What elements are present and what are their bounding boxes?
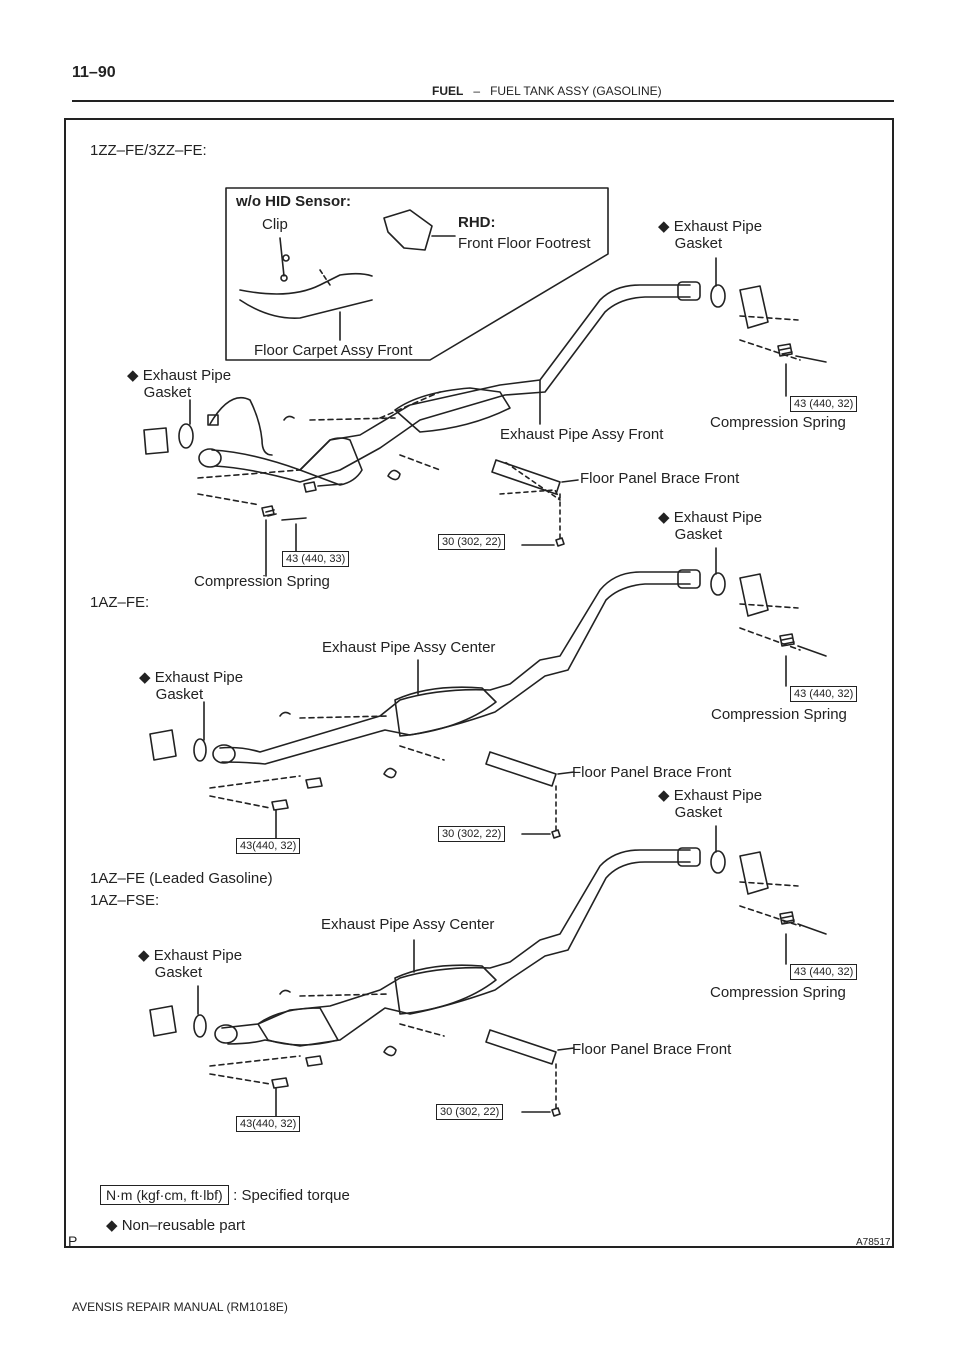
label-exhaust-pipe-center-3: Exhaust Pipe Assy Center xyxy=(321,916,495,933)
label-text: Exhaust Pipe xyxy=(673,509,763,526)
label-spring-rear-1: Compression Spring xyxy=(710,414,846,431)
page-number: 11–90 xyxy=(72,64,116,81)
page-title: FUEL – FUEL TANK ASSY (GASOLINE) xyxy=(432,84,662,98)
label-text: Exhaust Pipe xyxy=(142,367,232,384)
label-text: Exhaust Pipe xyxy=(673,787,763,804)
legend-text: Non–reusable part xyxy=(121,1217,246,1234)
inset-box-outline xyxy=(225,187,609,361)
label-text: Exhaust Pipe xyxy=(673,218,763,235)
label-text: Gasket xyxy=(155,686,204,703)
legend-unit-box: N·m (kgf·cm, ft·lbf) xyxy=(100,1185,229,1205)
figure-code: A78517 xyxy=(856,1237,891,1248)
torque-brace-3: 30 (302, 22) xyxy=(436,1104,504,1120)
label-spring-rear-3: Compression Spring xyxy=(710,984,846,1001)
section-heading-1zz: 1ZZ–FE/3ZZ–FE: xyxy=(90,142,207,159)
section-heading-1az-fse: 1AZ–FSE: xyxy=(90,892,160,909)
header-rule xyxy=(72,100,894,102)
label-brace-2: Floor Panel Brace Front xyxy=(572,764,732,781)
label-gasket-rear-2b: ◆ Exhaust Pipe Gasket xyxy=(658,786,762,821)
section-name: FUEL xyxy=(432,84,464,98)
label-front-floor-footrest: Front Floor Footrest xyxy=(458,235,591,252)
carpet-curve-top xyxy=(239,272,373,295)
torque-brace-1: 30 (302, 22) xyxy=(438,534,506,550)
footer-manual-title: AVENSIS REPAIR MANUAL (RM1018E) xyxy=(72,1300,288,1314)
label-exhaust-pipe-center-2: Exhaust Pipe Assy Center xyxy=(322,639,496,656)
label-gasket-rear-1: ◆ Exhaust Pipe Gasket xyxy=(658,217,762,252)
non-reusable-marker: ◆ xyxy=(139,669,151,686)
diagram-frame xyxy=(64,118,894,1248)
footrest-shape xyxy=(383,209,433,251)
label-gasket-front-3: ◆ Exhaust Pipe Gasket xyxy=(138,946,242,981)
torque-rear-1: 43 (440, 32) xyxy=(790,396,858,412)
label-gasket-rear-2: ◆ Exhaust Pipe Gasket xyxy=(658,508,762,543)
non-reusable-marker: ◆ xyxy=(658,509,670,526)
label-floor-carpet: Floor Carpet Assy Front xyxy=(254,342,413,359)
label-brace-1: Floor Panel Brace Front xyxy=(580,470,740,487)
non-reusable-marker: ◆ xyxy=(658,787,670,804)
label-spring-front-1: Compression Spring xyxy=(194,573,330,590)
non-reusable-marker: ◆ xyxy=(658,218,670,235)
label-gasket-front-1: ◆ Exhaust Pipe Gasket xyxy=(127,366,231,401)
non-reusable-marker: ◆ xyxy=(127,367,139,384)
label-text: Exhaust Pipe xyxy=(154,669,244,686)
legend-specified-torque: : Specified torque xyxy=(233,1187,350,1204)
label-text: Gasket xyxy=(154,964,203,981)
label-text: Gasket xyxy=(674,804,723,821)
label-text: Gasket xyxy=(143,384,192,401)
label-clip: Clip xyxy=(262,216,288,233)
corner-mark: P xyxy=(68,1233,78,1249)
carpet-curve-bottom xyxy=(239,299,373,319)
torque-rear-2: 43 (440, 32) xyxy=(790,686,858,702)
legend-non-reusable: ◆ Non–reusable part xyxy=(106,1216,245,1234)
label-text: Gasket xyxy=(674,235,723,252)
label-brace-3: Floor Panel Brace Front xyxy=(572,1041,732,1058)
label-exhaust-pipe-front: Exhaust Pipe Assy Front xyxy=(500,426,664,443)
label-text: Gasket xyxy=(674,526,723,543)
legend-torque: N·m (kgf·cm, ft·lbf) : Specified torque xyxy=(100,1185,350,1205)
section-heading-1az: 1AZ–FE: xyxy=(90,594,150,611)
label-gasket-front-2: ◆ Exhaust Pipe Gasket xyxy=(139,668,243,703)
torque-brace-2: 30 (302, 22) xyxy=(438,826,506,842)
torque-front-2: 43(440, 32) xyxy=(236,838,301,854)
label-text: Exhaust Pipe xyxy=(153,947,243,964)
torque-front-1: 43 (440, 33) xyxy=(282,551,350,567)
subsection-name: FUEL TANK ASSY (GASOLINE) xyxy=(490,84,662,98)
torque-rear-3: 43 (440, 32) xyxy=(790,964,858,980)
title-dash: – xyxy=(473,84,481,98)
inset-title: w/o HID Sensor: xyxy=(236,193,352,210)
section-heading-1az-leaded: 1AZ–FE (Leaded Gasoline) xyxy=(90,870,273,887)
torque-front-3: 43(440, 32) xyxy=(236,1116,301,1132)
label-spring-rear-2: Compression Spring xyxy=(711,706,847,723)
label-rhd: RHD: xyxy=(458,214,496,231)
non-reusable-marker: ◆ xyxy=(138,947,150,964)
non-reusable-marker: ◆ xyxy=(106,1217,118,1234)
